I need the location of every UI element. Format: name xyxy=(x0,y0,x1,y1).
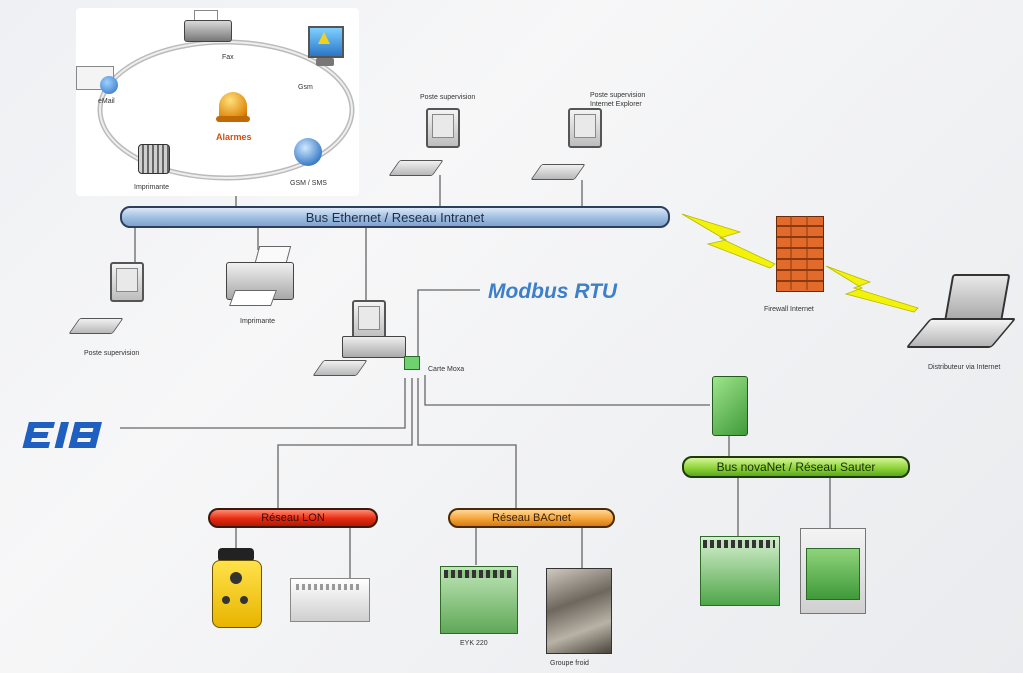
monitor-icon xyxy=(110,262,144,302)
fax-label: Fax xyxy=(222,54,234,61)
gsm-warning-icon xyxy=(304,26,346,72)
poste-left-label: Poste supervision xyxy=(84,350,140,357)
imprimante-panel-label: Imprimante xyxy=(134,184,170,191)
firewall-icon xyxy=(770,216,828,296)
wire-novanet-controller xyxy=(424,375,710,406)
monitor-icon xyxy=(426,108,460,148)
novanet-bus: Bus novaNet / Réseau Sauter xyxy=(682,456,910,478)
alarm-label: Alarmes xyxy=(216,132,252,142)
wire-lon xyxy=(277,378,413,508)
computer-icon xyxy=(342,300,420,378)
alarm-ring xyxy=(97,39,355,181)
groupe-froid-label: Groupe froid xyxy=(550,660,589,667)
gsm-label: Gsm xyxy=(298,84,313,91)
email-label: eMail xyxy=(98,98,115,105)
alarm-panel: Fax Gsm eMail Alarmes Imprimante GSM / S… xyxy=(76,8,359,196)
eib-logo xyxy=(16,418,116,452)
fax-icon xyxy=(184,10,232,44)
lightning-bolt-2 xyxy=(825,265,919,313)
poste-ie-label-1: Poste supervision xyxy=(590,92,646,99)
laptop-icon xyxy=(905,274,1017,360)
novanet-controller-icon xyxy=(712,376,748,436)
alarm-bell-icon xyxy=(216,88,250,126)
ethernet-bus: Bus Ethernet / Reseau Intranet xyxy=(120,206,670,228)
monitor-icon xyxy=(568,108,602,148)
poste-top-label: Poste supervision xyxy=(420,94,476,101)
actuator-icon xyxy=(212,548,266,632)
carte-moxa-label: Carte Moxa xyxy=(428,366,465,373)
gsm-sms-globe-icon xyxy=(290,136,324,170)
distributeur-label: Distributeur via Internet xyxy=(928,364,1001,371)
firewall-label: Firewall Internet xyxy=(764,306,814,313)
email-icon xyxy=(76,62,122,94)
wire-modbus xyxy=(417,289,480,370)
gsm-sms-label: GSM / SMS xyxy=(290,180,327,187)
imprimante-label: Imprimante xyxy=(240,318,276,325)
eyk-controller-icon xyxy=(440,566,518,634)
printer-icon xyxy=(132,140,176,178)
groupe-froid-photo xyxy=(546,568,612,654)
eyk-label: EYK 220 xyxy=(460,640,488,647)
poste-ie-label-2: Internet Explorer xyxy=(590,101,642,108)
wire-eib xyxy=(120,378,406,429)
sauter-panel-icon xyxy=(700,536,780,606)
lightning-bolt-1 xyxy=(681,213,776,269)
lon-module-icon xyxy=(290,578,370,624)
lon-bus: Réseau LON xyxy=(208,508,378,528)
wire-bacnet xyxy=(417,378,517,508)
sauter-module-icon xyxy=(800,528,866,614)
bacnet-bus: Réseau BACnet xyxy=(448,508,615,528)
printer-icon xyxy=(226,246,296,308)
modbus-rtu-label: Modbus RTU xyxy=(488,280,618,303)
